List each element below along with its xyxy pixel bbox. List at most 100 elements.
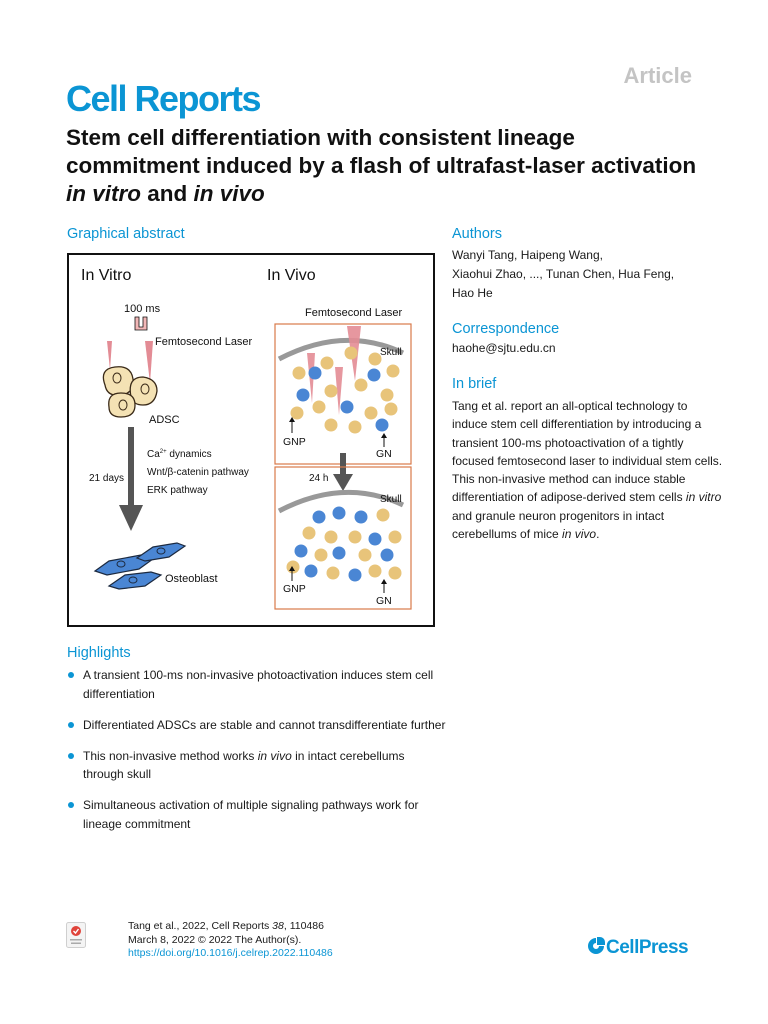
osteoblast-cells-icon — [93, 542, 187, 590]
gnp-cell-dot — [384, 402, 398, 416]
arrowhead-icon — [381, 579, 387, 584]
title-main: Stem cell differentiation with consisten… — [66, 125, 697, 178]
gn-label-top: GN — [376, 448, 392, 460]
gn-cell-dot — [380, 548, 394, 562]
graphical-abstract-figure: In Vitro In Vivo 100 ms Femtosecond Lase… — [81, 267, 412, 610]
citation-block: Tang et al., 2022, Cell Reports 38, 1104… — [128, 920, 333, 961]
graphical-abstract: In Vitro In Vivo 100 ms Femtosecond Lase… — [67, 253, 435, 627]
gnp-cell-dot — [348, 530, 362, 544]
gn-cell-dot — [312, 510, 326, 524]
citation-date: March 8, 2022 © 2022 The Author(s). — [128, 933, 302, 946]
gnp-cell-dot — [286, 560, 300, 574]
gnp-cell-dot — [326, 566, 340, 580]
title-and: and — [141, 181, 194, 206]
citation-line: Tang et al., 2022, Cell Reports 38, 1104… — [128, 920, 324, 932]
in-vivo-label: In Vivo — [267, 267, 316, 284]
check-for-updates-icon[interactable] — [66, 922, 86, 948]
bullet-icon — [68, 752, 74, 759]
authors-heading: Authors — [452, 226, 502, 242]
gn-cell-dot — [332, 546, 346, 560]
pulse-label: 100 ms — [124, 303, 161, 315]
days-label: 21 days — [89, 473, 124, 484]
gnp-cell-dot — [324, 384, 338, 398]
osteoblast-label: Osteoblast — [165, 573, 218, 585]
gnp-cell-dot — [364, 406, 378, 420]
highlight-item: A transient 100-ms non-invasive photoact… — [67, 666, 447, 703]
gnp-label-bottom: GNP — [283, 583, 306, 595]
gnp-cell-dot — [348, 420, 362, 434]
cellpress-mark-icon — [588, 937, 605, 954]
skull-shape — [277, 489, 405, 514]
gnp-cell-dot — [388, 530, 402, 544]
gnp-cell-dot — [290, 406, 304, 420]
laser-beam-icon — [145, 341, 153, 383]
gnp-cell-dot — [312, 400, 326, 414]
gn-label-bottom: GN — [376, 595, 392, 607]
adsc-label: ADSC — [149, 414, 180, 426]
article-type-label: Article — [623, 63, 692, 88]
hours-label: 24 h — [309, 473, 328, 484]
highlights-list: A transient 100-ms non-invasive photoact… — [67, 666, 447, 846]
gnp-cell-dot — [388, 566, 402, 580]
author-line[interactable]: Wanyi Tang, Haipeng Wang, — [452, 248, 603, 262]
correspondence-email[interactable]: haohe@sjtu.edu.cn — [452, 341, 556, 355]
differentiation-arrow-icon — [119, 427, 143, 531]
calcium-dynamics-label: Ca2+ dynamics — [147, 449, 212, 460]
femtosecond-laser-label-left: Femtosecond Laser — [155, 336, 253, 348]
gnp-cell-dot — [324, 418, 338, 432]
gnp-cell-dot — [354, 378, 368, 392]
skull-label-top: Skull — [380, 347, 402, 358]
gn-cell-dot — [348, 568, 362, 582]
graphical-abstract-heading: Graphical abstract — [67, 226, 185, 242]
gnp-cell-dot — [324, 530, 338, 544]
in-vivo-after-panel — [274, 466, 412, 610]
correspondence-heading: Correspondence — [452, 321, 560, 337]
gn-cell-dot — [340, 400, 354, 414]
skull-shape — [277, 337, 405, 362]
bullet-icon — [68, 802, 74, 808]
femtosecond-laser-label-right: Femtosecond Laser — [305, 307, 403, 319]
title-in-vivo: in vivo — [193, 181, 265, 206]
gnp-cell-dot — [320, 356, 334, 370]
doi-link[interactable]: https://doi.org/10.1016/j.celrep.2022.11… — [128, 947, 333, 959]
highlight-item: Differentiated ADSCs are stable and cann… — [67, 716, 447, 735]
author-list: Wanyi Tang, Haipeng Wang, Xiaohui Zhao, … — [452, 246, 712, 303]
bullet-icon — [68, 672, 74, 678]
highlight-item: Simultaneous activation of multiple sign… — [67, 796, 447, 833]
skull-label-bottom: Skull — [380, 494, 402, 505]
article-title: Stem cell differentiation with consisten… — [66, 124, 706, 208]
laser-beam-icon — [107, 341, 112, 370]
author-line[interactable]: Xiaohui Zhao, ..., Tunan Chen, Hua Feng, — [452, 267, 675, 281]
gnp-label-top: GNP — [283, 436, 306, 448]
highlight-item: This non-invasive method works in vivo i… — [67, 747, 447, 784]
gn-cell-dot — [304, 564, 318, 578]
gn-cell-dot — [367, 368, 381, 382]
bullet-icon — [68, 721, 74, 728]
gnp-cell-dot — [376, 508, 390, 522]
gnp-cell-dot — [314, 548, 328, 562]
gn-cell-dot — [368, 532, 382, 546]
gnp-cell-dot — [380, 388, 394, 402]
cells-after-group — [286, 506, 402, 582]
wnt-pathway-label: Wnt/β-catenin pathway — [147, 467, 249, 478]
highlights-heading: Highlights — [67, 645, 131, 661]
journal-logo[interactable]: Cell Reports — [66, 78, 262, 119]
gnp-cell-dot — [386, 364, 400, 378]
adsc-cells-icon — [102, 366, 158, 418]
gnp-cell-dot — [368, 352, 382, 366]
gnp-cell-dot — [358, 548, 372, 562]
gn-cell-dot — [375, 418, 389, 432]
time-arrow-icon — [333, 453, 353, 491]
pulse-icon — [134, 316, 148, 331]
gn-cell-dot — [308, 366, 322, 380]
title-in-vitro: in vitro — [66, 181, 142, 206]
nucleus-icon — [116, 547, 166, 584]
gnp-cell-dot — [302, 526, 316, 540]
cellpress-logo[interactable]: CellPress — [586, 936, 689, 959]
in-brief-heading: In brief — [452, 376, 497, 392]
gn-cell-dot — [294, 544, 308, 558]
nucleus-icon — [112, 372, 150, 411]
in-vitro-label: In Vitro — [81, 267, 132, 284]
gnp-cell-dot — [344, 346, 358, 360]
author-line[interactable]: Hao He — [452, 286, 493, 300]
